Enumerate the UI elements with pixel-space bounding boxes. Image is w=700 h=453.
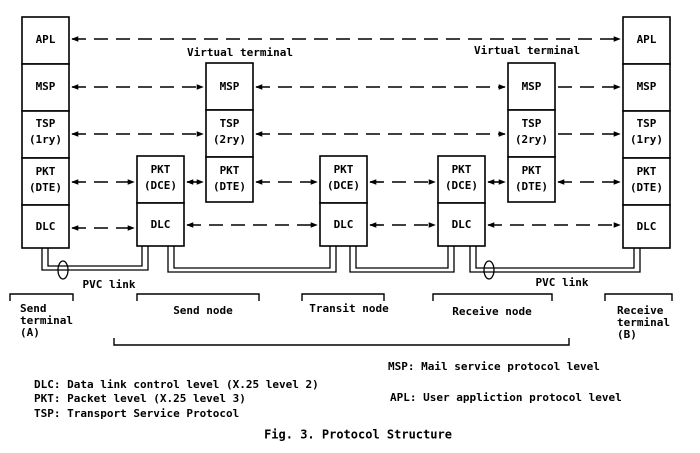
send-node-stack: PKT (DCE) DLC <box>136 155 185 247</box>
link-transit-receive-inner <box>355 246 449 269</box>
send-apl-label: APL <box>36 33 56 46</box>
receive-node-pkt-sub: (DCE) <box>445 179 478 192</box>
recv-msp-label: MSP <box>637 80 657 93</box>
send-pkt-sub: (DTE) <box>29 181 62 194</box>
send-tsp-label: TSP <box>36 117 56 130</box>
bracket-send-node <box>136 293 260 301</box>
link-receive-b-inner <box>475 246 635 269</box>
send-terminal-label-1: Send <box>20 302 47 315</box>
send-dlc-box <box>21 204 70 249</box>
send-apl-box <box>21 16 70 65</box>
send-node-pkt-box <box>136 155 185 204</box>
recv-tsp-box <box>622 110 671 159</box>
send-pkt-label: PKT <box>36 165 56 178</box>
send-terminal-label-3: (A) <box>20 326 40 339</box>
send-terminal-label-2: terminal <box>20 314 73 327</box>
link-transit-receive-outer <box>349 246 455 273</box>
recv-msp-box <box>622 63 671 112</box>
receive-terminal-label-2: terminal <box>617 316 670 329</box>
recv-dlc-box <box>622 204 671 249</box>
link-send-transit-inner <box>173 246 331 269</box>
send-node-pkt-sub: (DCE) <box>144 179 177 192</box>
send-node-dlc-label: DLC <box>151 218 171 231</box>
left-virtual-terminal-stack: Virtual terminal MSP TSP (2ry) PKT (DTE) <box>187 46 293 203</box>
receive-node-dlc-box <box>437 202 486 247</box>
legend-tsp: TSP: Transport Service Protocol <box>34 407 239 420</box>
transit-node-label: Transit node <box>309 302 389 315</box>
send-terminal-stack: APL MSP TSP (1ry) PKT (DTE) DLC <box>21 16 70 249</box>
recv-tsp-label: TSP <box>637 117 657 130</box>
grouping-brackets <box>9 293 673 346</box>
transit-pkt-label: PKT <box>334 163 354 176</box>
legend-msp: MSP: Mail service protocol level <box>388 360 600 373</box>
recv-pkt-box <box>622 157 671 206</box>
receive-node-stack: PKT (DCE) DLC <box>437 155 486 247</box>
send-msp-label: MSP <box>36 80 56 93</box>
receive-node-dlc-label: DLC <box>452 218 472 231</box>
pvc-link-loop-right <box>483 260 495 280</box>
send-dlc-label: DLC <box>36 220 56 233</box>
vt-right-tsp-sub: (2ry) <box>515 133 548 146</box>
transit-pkt-sub: (DCE) <box>327 179 360 192</box>
physical-links <box>41 246 641 280</box>
vt-right-pkt-sub: (DTE) <box>515 180 548 193</box>
bracket-receive-node <box>432 293 553 301</box>
receive-node-pkt-label: PKT <box>452 163 472 176</box>
send-pkt-box <box>21 157 70 206</box>
bracket-transit-node <box>301 293 385 301</box>
receive-terminal-label-1: Receive <box>617 304 664 317</box>
recv-pkt-sub: (DTE) <box>630 181 663 194</box>
vt-left-tsp-label: TSP <box>220 117 240 130</box>
pvc-link-loop-left <box>57 260 69 280</box>
vt-right-pkt-box <box>507 156 556 203</box>
transit-dlc-label: DLC <box>334 218 354 231</box>
link-send-transit-outer <box>167 246 337 273</box>
virtual-terminal-right-label: Virtual terminal <box>474 44 580 57</box>
link-send-a-inner <box>47 246 143 267</box>
right-virtual-terminal-stack: Virtual terminal MSP TSP (2ry) PKT (DTE) <box>474 44 580 203</box>
vt-right-tsp-box <box>507 109 556 158</box>
legend-apl: APL: User appliction protocol level <box>390 391 622 404</box>
receive-terminal-label-3: (B) <box>617 328 637 341</box>
transit-node-stack: PKT (DCE) DLC <box>319 155 368 247</box>
legend-pkt: PKT: Packet level (X.25 level 3) <box>34 392 246 405</box>
recv-tsp-sub: (1ry) <box>630 133 663 146</box>
link-send-a-outer <box>41 246 149 271</box>
transit-pkt-box <box>319 155 368 204</box>
peer-arrows <box>71 36 621 231</box>
vt-left-tsp-sub: (2ry) <box>213 133 246 146</box>
vt-right-msp-label: MSP <box>522 80 542 93</box>
vt-left-msp-label: MSP <box>220 80 240 93</box>
bracket-network <box>113 338 570 346</box>
send-node-dlc-box <box>136 202 185 247</box>
bracket-receive-terminal <box>604 293 673 301</box>
vt-left-pkt-label: PKT <box>220 164 240 177</box>
legend: MSP: Mail service protocol level APL: Us… <box>34 360 622 420</box>
recv-dlc-label: DLC <box>637 220 657 233</box>
pvc-link-right-label: PVC link <box>536 276 589 289</box>
pvc-link-left-label: PVC link <box>83 278 136 291</box>
send-node-label: Send node <box>173 304 233 317</box>
vt-right-tsp-label: TSP <box>522 117 542 130</box>
bracket-send-terminal <box>9 293 74 301</box>
figure-caption: Fig. 3. Protocol Structure <box>264 428 452 442</box>
link-receive-b-outer <box>469 246 641 273</box>
vt-left-pkt-box <box>205 156 254 203</box>
legend-dlc: DLC: Data link control level (X.25 level… <box>34 378 319 391</box>
recv-pkt-label: PKT <box>637 165 657 178</box>
recv-apl-box <box>622 16 671 65</box>
vt-right-pkt-label: PKT <box>522 164 542 177</box>
transit-dlc-box <box>319 202 368 247</box>
vt-left-pkt-sub: (DTE) <box>213 180 246 193</box>
recv-apl-label: APL <box>637 33 657 46</box>
virtual-terminal-left-label: Virtual terminal <box>187 46 293 59</box>
receive-node-label: Receive node <box>452 305 532 318</box>
send-tsp-sub: (1ry) <box>29 133 62 146</box>
receive-terminal-stack: APL MSP TSP (1ry) PKT (DTE) DLC <box>622 16 671 249</box>
vt-left-msp-box <box>205 62 254 111</box>
send-node-pkt-label: PKT <box>151 163 171 176</box>
